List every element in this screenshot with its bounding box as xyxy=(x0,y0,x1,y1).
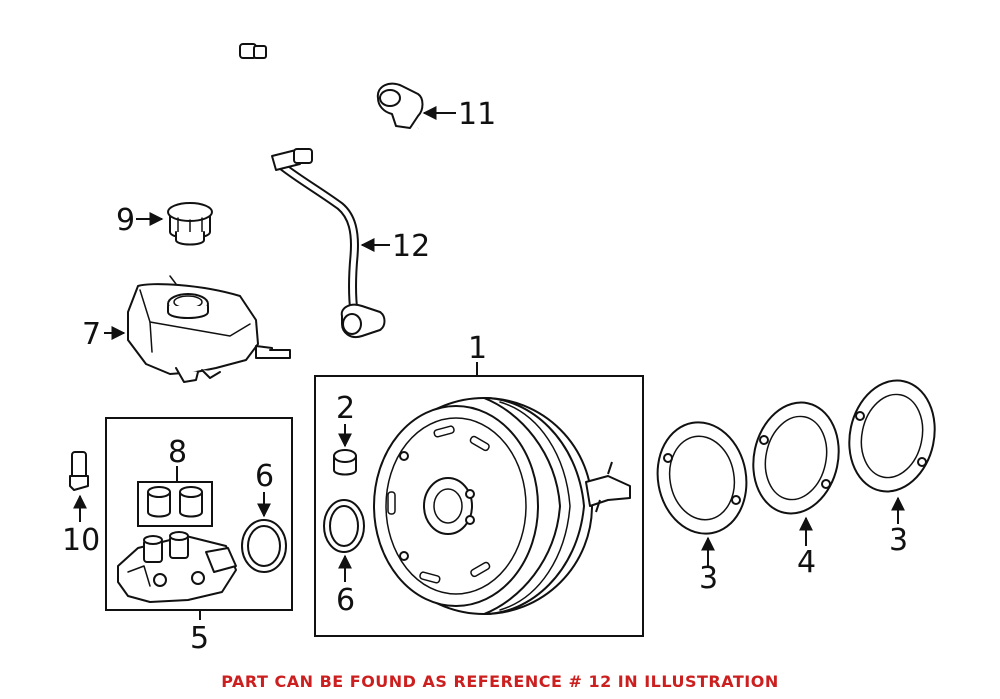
callout-3-left-label: 3 xyxy=(699,561,718,596)
callout-10: 10 xyxy=(62,494,100,558)
callout-6-right-label: 6 xyxy=(336,583,355,618)
part-3-gasket-right xyxy=(848,379,936,493)
callout-4-label: 4 xyxy=(797,545,816,580)
part-7-fluid-reservoir xyxy=(127,275,291,383)
callout-8-label: 8 xyxy=(168,435,187,470)
callout-11-label: 11 xyxy=(458,97,496,132)
callout-2: 2 xyxy=(336,391,355,448)
part-5-master-cylinder xyxy=(117,531,237,603)
part-10-sensor xyxy=(69,451,89,491)
part-1-brake-booster xyxy=(373,397,631,615)
callout-2-label: 2 xyxy=(336,391,355,426)
callout-12-label: 12 xyxy=(392,229,430,264)
footer-note: PART CAN BE FOUND AS REFERENCE # 12 IN I… xyxy=(221,672,779,691)
part-11-vacuum-hose xyxy=(239,43,424,150)
callout-6-left: 6 xyxy=(255,459,274,518)
callout-4: 4 xyxy=(797,516,816,580)
callout-3-left: 3 xyxy=(699,536,718,596)
callout-8: 8 xyxy=(168,435,187,482)
part-2-grommet xyxy=(333,449,357,476)
callout-11: 11 xyxy=(422,97,496,132)
box-part-1 xyxy=(314,375,644,637)
callout-5: 5 xyxy=(190,610,209,656)
callout-6-left-label: 6 xyxy=(255,459,274,494)
callout-1: 1 xyxy=(468,331,487,376)
callout-5-label: 5 xyxy=(190,621,209,656)
box-part-8 xyxy=(137,481,213,527)
callout-7: 7 xyxy=(82,317,126,352)
callout-10-label: 10 xyxy=(62,523,100,558)
callout-7-label: 7 xyxy=(82,317,101,352)
part-8-seals xyxy=(147,486,203,518)
callout-1-label: 1 xyxy=(468,331,487,366)
callout-3-right-label: 3 xyxy=(889,523,908,558)
part-6-o-ring-right xyxy=(323,499,365,553)
part-6-o-ring-left xyxy=(241,519,287,573)
part-3-gasket-left xyxy=(656,421,748,535)
callout-12: 12 xyxy=(360,229,430,264)
part-9-reservoir-cap xyxy=(167,202,213,246)
callout-3-right: 3 xyxy=(889,496,908,558)
callout-9: 9 xyxy=(116,203,164,238)
callout-9-label: 9 xyxy=(116,203,135,238)
part-12-vacuum-tube xyxy=(271,148,386,338)
callout-6-right: 6 xyxy=(336,554,355,618)
part-4-gasket xyxy=(752,401,840,515)
